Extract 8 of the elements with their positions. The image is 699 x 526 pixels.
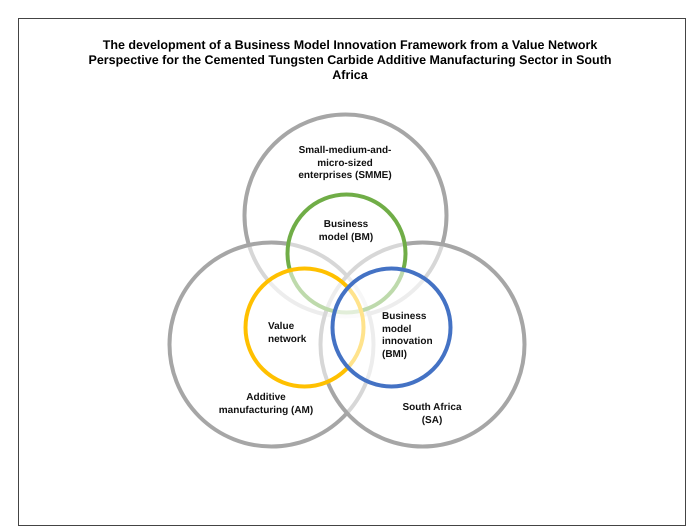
circle-label: Business model (BM)	[318, 219, 374, 244]
diagram-title: The development of a Business Model Innovation Framework from a Value Network Perspective for the Cemented Tungsten Carbide Additive Manufacturing Sector in South Africa	[88, 38, 612, 83]
circle-label: Value network	[268, 321, 308, 346]
circle-label: Additive manufacturing (AM)	[218, 392, 314, 417]
circle-label: Business model innovation (BMI)	[382, 311, 434, 361]
circle-label: Small-medium-and-micro-sized enterprises (SMME)	[297, 145, 393, 182]
venn-circle	[330, 266, 452, 388]
circle-label: South Africa (SA)	[401, 402, 463, 427]
